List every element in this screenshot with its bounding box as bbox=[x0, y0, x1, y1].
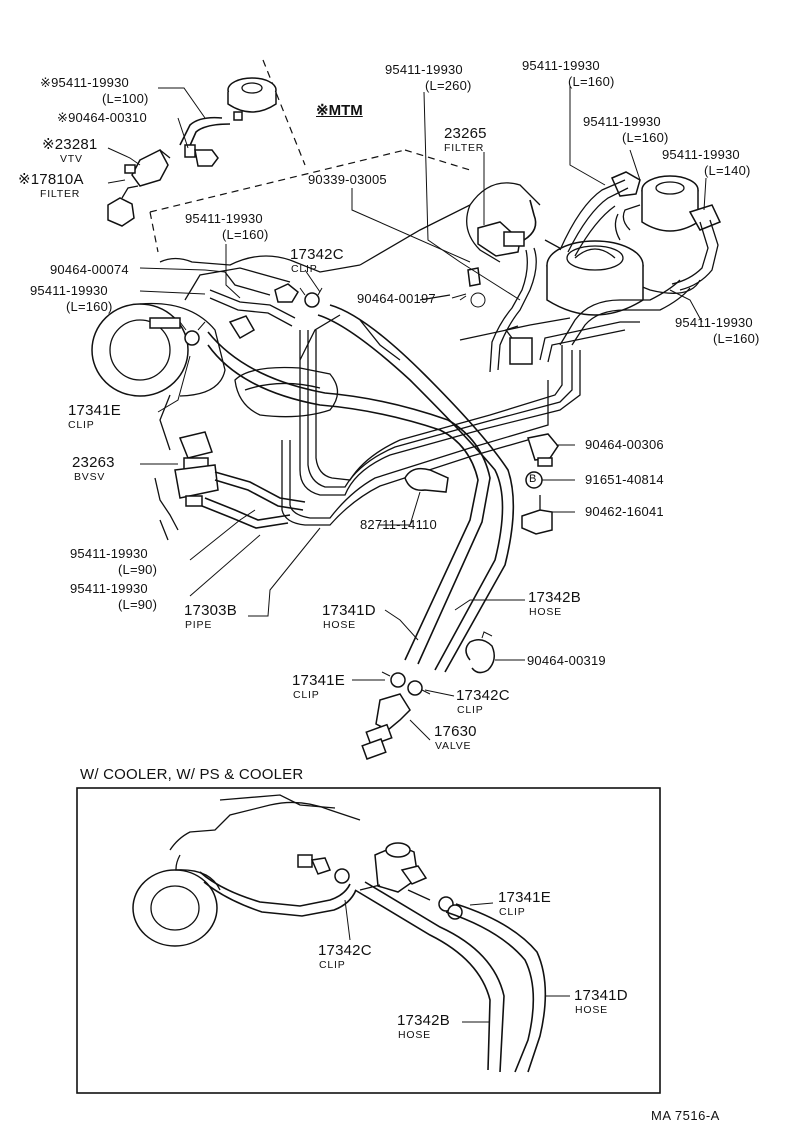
label-bolt-marker: B bbox=[529, 473, 537, 485]
label-plug-90464-00310: ※90464-00310 bbox=[57, 110, 147, 125]
leader-lines bbox=[107, 86, 707, 741]
mtm-option-label: ※MTM bbox=[316, 102, 363, 119]
vacuum-hoses bbox=[149, 179, 719, 673]
bvsv-assembly bbox=[154, 431, 306, 541]
label-clip-90464-00319: 90464-00319 bbox=[527, 653, 606, 668]
label-clamp-82711: 82711-14110 bbox=[360, 517, 437, 532]
label-bolt-90339: 90339-03005 bbox=[308, 172, 387, 187]
label-bolt-91651: 91651-40814 bbox=[585, 472, 664, 487]
label-clip-90464-00197: 90464-00197 bbox=[357, 291, 436, 306]
label-clip-90464-00306: 90464-00306 bbox=[585, 437, 664, 452]
label-clip-90464-00074: 90464-00074 bbox=[50, 262, 129, 277]
right-small-parts bbox=[521, 433, 559, 535]
mtm-components bbox=[107, 77, 277, 227]
valve-17630-assembly bbox=[361, 631, 495, 760]
inset-diagram bbox=[76, 787, 661, 1094]
label-bracket-90462: 90462-16041 bbox=[585, 504, 664, 519]
clamp-82711 bbox=[404, 467, 449, 493]
drawing-reference: MA 7516-A bbox=[651, 1108, 720, 1123]
inset-section-title: W/ COOLER, W/ PS & COOLER bbox=[80, 766, 304, 783]
